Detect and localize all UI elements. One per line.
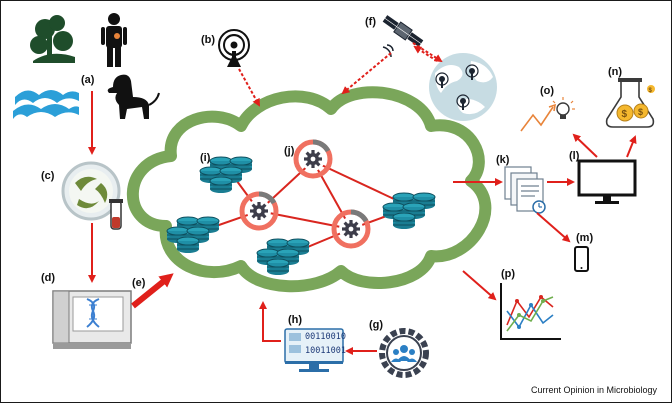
arrow-e-to-cloud (131, 273, 174, 309)
svg-text:$: $ (622, 109, 628, 120)
label-j: (j) (284, 145, 295, 157)
binary-line-1: 00110010 (305, 332, 346, 342)
arrow-globe-to-satellite (413, 45, 438, 62)
credit-text: Current Opinion in Microbiology (531, 385, 658, 395)
label-m: (m) (576, 232, 593, 244)
arrow-cloud-to-p (462, 270, 497, 301)
satellite-icon (382, 15, 424, 58)
computer-binary-icon: 00110010 10011001 (284, 328, 346, 372)
label-b: (b) (201, 34, 215, 46)
gear-node-icon (296, 142, 330, 176)
arrow-k-to-m (536, 212, 571, 243)
monitor-icon (577, 159, 637, 204)
gear-node-icon (242, 194, 276, 228)
arrow-l-to-o (572, 133, 598, 158)
label-k: (k) (496, 154, 510, 166)
petri-dish-icon (61, 161, 123, 230)
label-g: (g) (369, 319, 383, 331)
globe-icon (429, 53, 497, 121)
label-n: (n) (608, 66, 622, 78)
label-o: (o) (540, 85, 554, 97)
label-e: (e) (132, 277, 146, 289)
smartphone-icon (574, 246, 589, 272)
label-f: (f) (365, 16, 376, 28)
label-c: (c) (41, 170, 55, 182)
label-h: (h) (288, 314, 302, 326)
binary-line-2: 10011001 (305, 346, 346, 356)
label-d: (d) (41, 272, 55, 284)
sequencer-icon (52, 290, 132, 349)
idea-growth-icon (520, 97, 575, 132)
arrow-l-to-n (626, 135, 637, 158)
water-icon (13, 90, 79, 119)
tree-icon (30, 15, 75, 63)
data-cloud (126, 86, 492, 293)
users-gear-icon (379, 328, 429, 378)
arrow-h-to-cloud (259, 301, 281, 342)
svg-text:$: $ (638, 107, 643, 117)
arrow-f-to-cloud (341, 52, 392, 95)
label-p: (p) (501, 268, 515, 280)
svg-text:$: $ (649, 88, 653, 94)
label-i: (i) (200, 152, 211, 164)
label-a: (a) (81, 74, 95, 86)
documents-clock-icon (504, 166, 546, 214)
antenna-icon (218, 29, 250, 67)
line-chart-icon (500, 283, 561, 340)
label-l: (l) (569, 150, 580, 162)
human-icon (101, 13, 127, 67)
money-flask-icon: $ $ $ (605, 78, 655, 128)
dog-icon (107, 74, 160, 119)
arrow-b-to-cloud (238, 68, 260, 107)
gear-node-icon (334, 212, 368, 246)
